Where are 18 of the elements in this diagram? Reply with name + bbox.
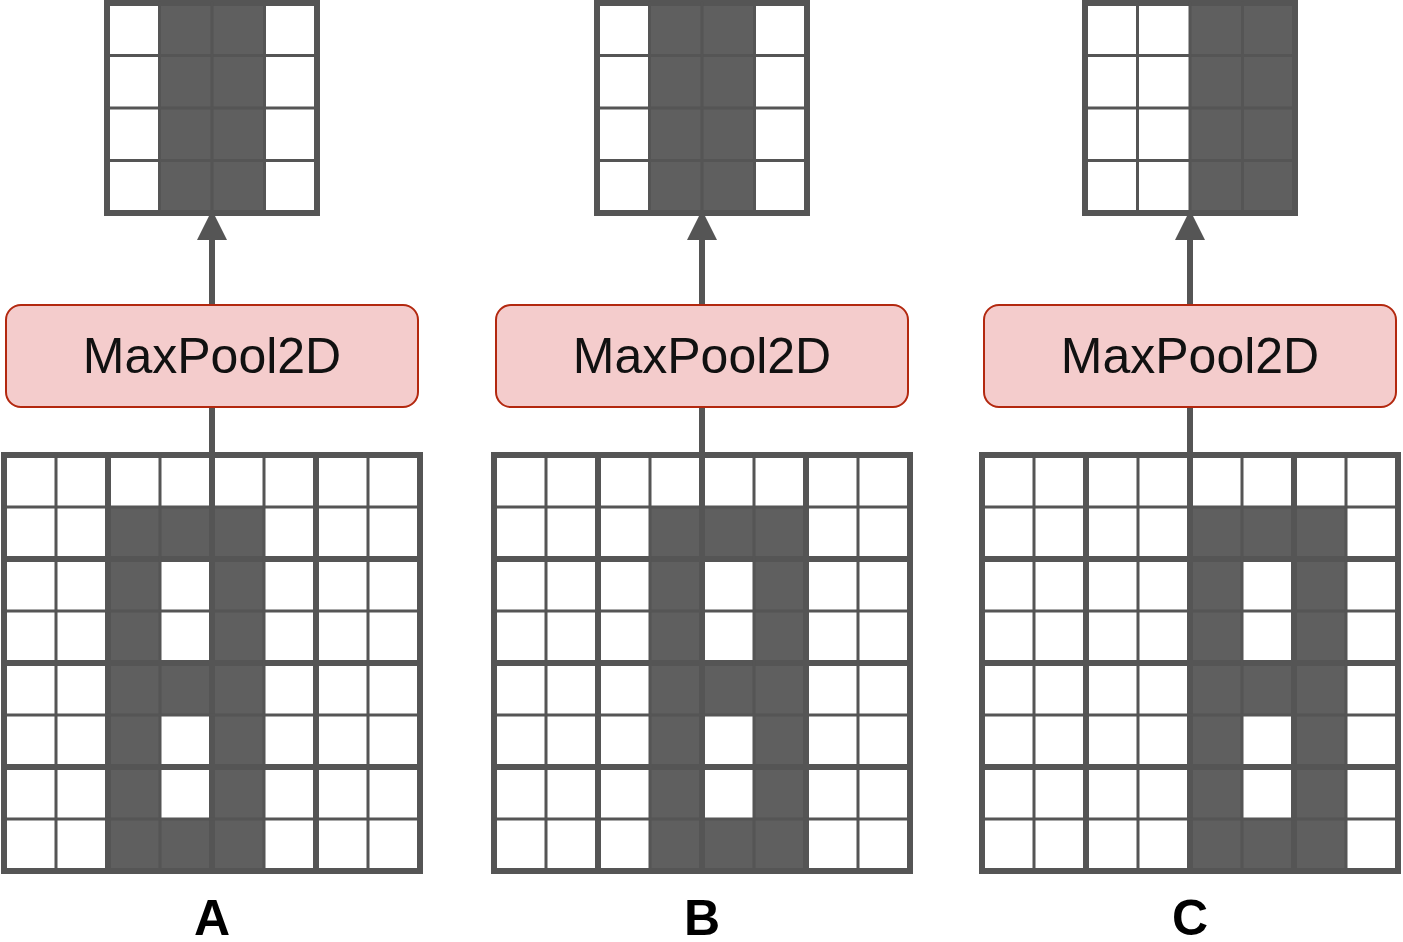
panel-label: A	[192, 889, 232, 942]
box-label: MaxPool2D	[1060, 327, 1320, 385]
pixel-grid-drawing	[494, 455, 910, 871]
pixel-grid-drawing	[4, 455, 420, 871]
connector-line	[699, 408, 705, 455]
process-box	[495, 304, 909, 408]
connector-line	[1187, 408, 1193, 455]
panel-label: C	[1170, 889, 1210, 942]
panel-label: B	[682, 889, 722, 942]
pixel-grid-drawing	[107, 3, 317, 213]
process-box	[5, 304, 419, 408]
box-label: MaxPool2D	[82, 327, 342, 385]
box-label: MaxPool2D	[572, 327, 832, 385]
pixel-grid-drawing	[982, 455, 1398, 871]
pixel-grid-drawing	[597, 3, 807, 213]
pixel-grid-drawing	[1085, 3, 1295, 213]
connector-line	[209, 408, 215, 455]
process-box	[983, 304, 1397, 408]
